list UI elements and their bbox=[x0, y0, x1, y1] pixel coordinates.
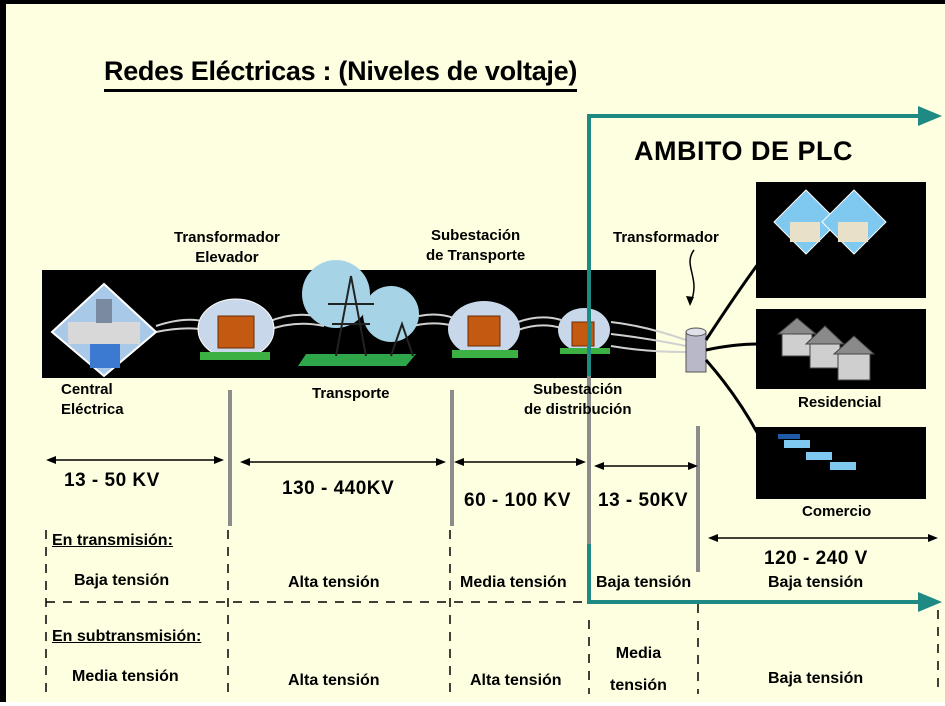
tension-level: Alta tensión bbox=[470, 672, 562, 689]
tension-level: Alta tensión bbox=[288, 672, 380, 689]
transformador-label: Transformador bbox=[613, 229, 719, 246]
tension-level: Baja tensión bbox=[768, 670, 864, 687]
subestacion-transporte-icon bbox=[448, 301, 520, 358]
transporte-tower-icon bbox=[298, 260, 419, 366]
voltage-range: 13 - 50KV bbox=[598, 490, 689, 511]
industria-icon bbox=[773, 189, 887, 255]
transformador-elevador-label: Transformador Elevador bbox=[174, 229, 280, 266]
transformador-elevador-icon bbox=[197, 298, 275, 360]
voltage-range-arrows bbox=[50, 459, 934, 539]
tension-level: Media tensión bbox=[460, 574, 567, 591]
voltage-range: 130 - 440KV bbox=[282, 478, 395, 499]
comercio-icon bbox=[778, 434, 856, 470]
arrow-heads bbox=[46, 456, 938, 542]
plc-scope-title: AMBITO DE PLC bbox=[634, 136, 854, 166]
tension-level: Baja tensión bbox=[74, 572, 170, 589]
tension-level: Media tensión bbox=[610, 645, 667, 694]
subestacion-transporte-label: Subestación de Transporte bbox=[426, 227, 526, 264]
plc-scope-bracket bbox=[587, 106, 942, 612]
feeder-lines bbox=[704, 263, 760, 435]
diagram-graphics bbox=[42, 106, 942, 694]
transporte-label: Transporte bbox=[312, 385, 390, 402]
voltage-range: 60 - 100 KV bbox=[464, 490, 571, 511]
dashed-dividers bbox=[45, 530, 939, 694]
subtransmision-heading: En subtransmisión: bbox=[52, 628, 202, 645]
industria-label: Industria bbox=[804, 275, 868, 292]
voltage-dividers bbox=[228, 376, 700, 572]
pole-transformer-icon bbox=[685, 249, 707, 373]
tension-level: Alta tensión bbox=[288, 574, 380, 591]
tension-level: Baja tensión bbox=[596, 574, 692, 591]
tension-level: Media tensión bbox=[72, 668, 179, 685]
central-electrica-icon bbox=[50, 282, 158, 378]
residencial-label: Residencial bbox=[798, 394, 882, 411]
residencial-icon bbox=[776, 317, 876, 381]
subestacion-distribucion-label: Subestación de distribución bbox=[524, 381, 632, 418]
voltage-range: 120 - 240 V bbox=[764, 548, 868, 569]
tension-level: Baja tensión bbox=[768, 574, 864, 591]
voltage-range: 13 - 50 KV bbox=[64, 470, 160, 491]
central-electrica-label: Central Eléctrica bbox=[61, 381, 124, 418]
comercio-label: Comercio bbox=[802, 503, 872, 520]
transmision-heading: En transmisión: bbox=[52, 532, 173, 549]
page-title: Redes Eléctricas : (Niveles de voltaje) bbox=[104, 56, 577, 92]
